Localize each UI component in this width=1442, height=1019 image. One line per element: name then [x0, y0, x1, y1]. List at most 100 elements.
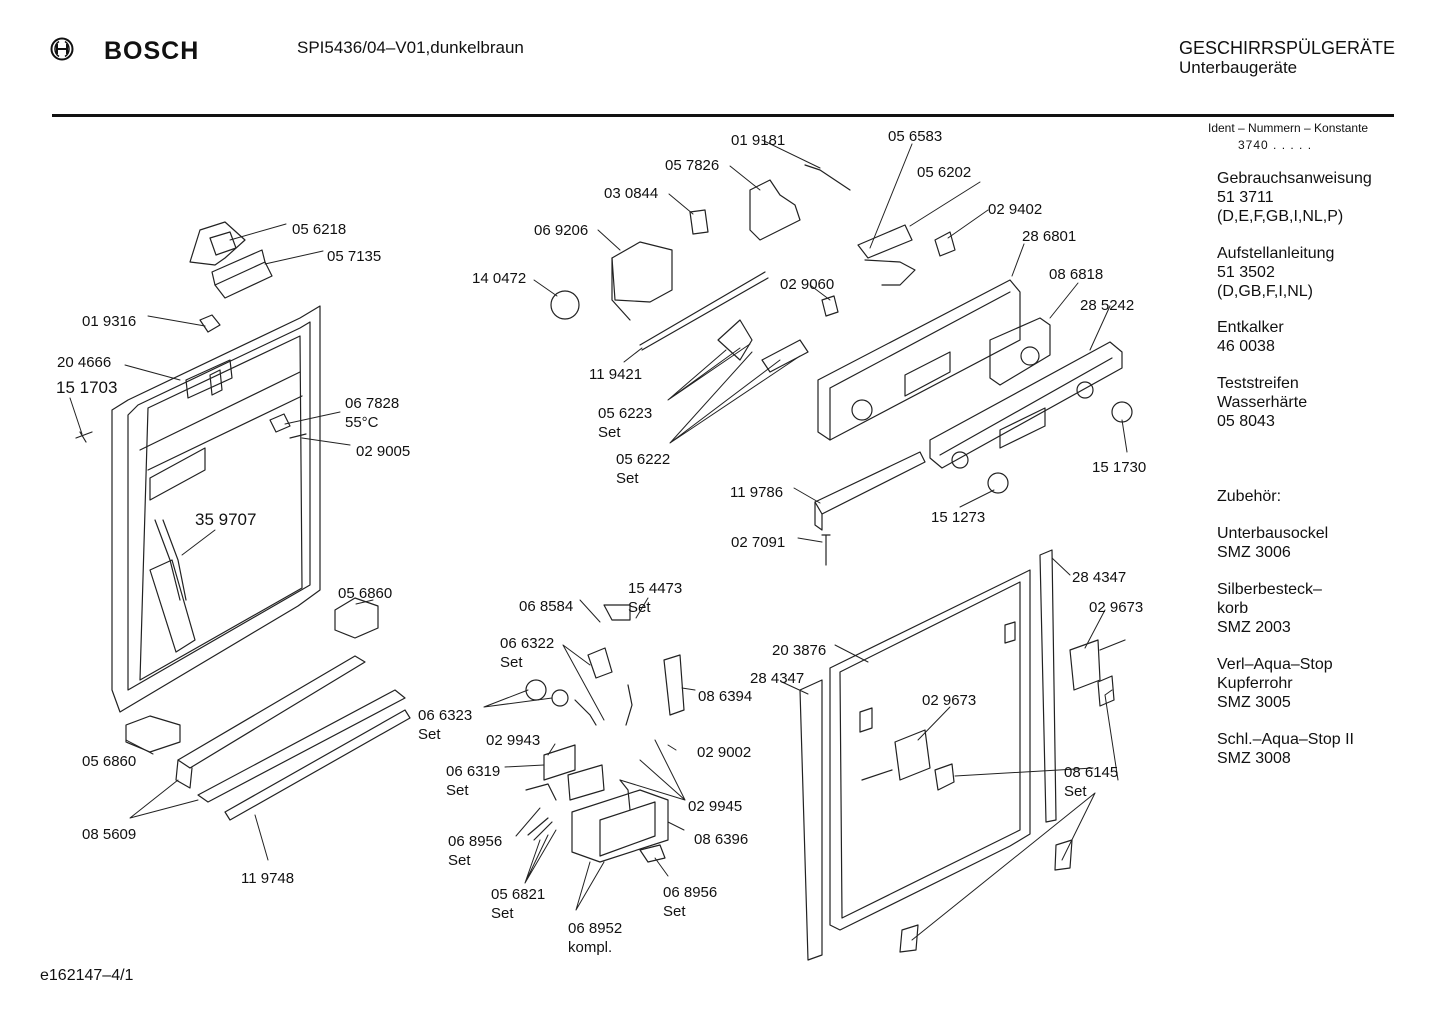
part-number-label: 06 8956: [663, 884, 717, 901]
sidebar-line: 51 3711: [1217, 189, 1274, 206]
part-number-label: 06 7828: [345, 395, 399, 412]
part-note-label: Set: [663, 903, 686, 920]
part-number-label: 20 4666: [57, 354, 111, 371]
part-number-label: 06 6323: [418, 707, 472, 724]
sidebar-line: korb: [1217, 600, 1249, 617]
part-note-label: Set: [418, 726, 441, 743]
sidebar-line: (D,GB,F,I,NL): [1217, 283, 1314, 300]
part-number-label: 06 8956: [448, 833, 502, 850]
header-divider: [52, 114, 1394, 117]
part-note-label: Set: [1064, 783, 1087, 800]
part-labels: 05 6218 05 7135 01 9316 20 4666 15 1703 06 78…: [56, 128, 1146, 956]
part-number-label: 08 6394: [698, 688, 752, 705]
part-note-label: Set: [448, 852, 471, 869]
bottom-rails: [176, 656, 410, 820]
part-number-label: 01 9316: [82, 313, 136, 330]
door-outer-panel: [800, 550, 1125, 960]
part-number-label: 06 6322: [500, 635, 554, 652]
brand-name: BOSCH: [104, 37, 200, 65]
drawing-code: e162147–4/1: [40, 967, 134, 984]
part-note-label: Set: [500, 654, 523, 671]
part-number-label: 05 6860: [82, 753, 136, 770]
part-number-label: 02 9673: [922, 692, 976, 709]
hinge-blocks: [126, 598, 378, 752]
part-number-label: 02 9673: [1089, 599, 1143, 616]
part-number-label: 28 4347: [1072, 569, 1126, 586]
part-number-label: 01 9181: [731, 132, 785, 149]
sidebar-line: Teststreifen: [1217, 375, 1299, 392]
detergent-dispenser: [526, 605, 684, 862]
part-note-label: Set: [598, 424, 621, 441]
part-number-label: 02 9945: [688, 798, 742, 815]
sidebar-block: Entkalker 46 0038: [1217, 318, 1284, 356]
part-number-label: 05 6821: [491, 886, 545, 903]
sidebar-line: Unterbausockel: [1217, 525, 1329, 542]
sidebar-line: Wasserhärte: [1217, 394, 1308, 411]
part-number-label: 35 9707: [195, 510, 256, 529]
part-number-label: 20 3876: [772, 642, 826, 659]
sidebar-line: Gebrauchsanweisung: [1217, 170, 1372, 187]
part-number-label: 11 9786: [730, 484, 783, 501]
category-title: GESCHIRRSPÜLGERÄTE: [1179, 38, 1396, 58]
part-number-label: 02 9943: [486, 732, 540, 749]
sidebar-line: Zubehör:: [1217, 488, 1282, 505]
part-number-label: 05 6202: [917, 164, 971, 181]
part-number-label: 06 9206: [534, 222, 588, 239]
sidebar-line: 51 3502: [1217, 264, 1275, 281]
part-number-label: 11 9748: [241, 870, 294, 887]
leader-lines: [70, 140, 1127, 940]
sidebar-line: 46 0038: [1217, 338, 1275, 355]
part-number-label: 28 6801: [1022, 228, 1076, 245]
part-number-label: 08 6145: [1064, 764, 1118, 781]
sidebar-line: Schl.–Aqua–Stop II: [1217, 731, 1354, 748]
part-number-label: 05 6218: [292, 221, 346, 238]
part-number-label: 08 5609: [82, 826, 136, 843]
model-title: SPI5436/04–V01,dunkelbraun: [297, 38, 524, 57]
part-number-label: 02 9002: [697, 744, 751, 761]
part-number-label: 28 4347: [750, 670, 804, 687]
sidebar-line: (D,E,F,GB,I,NL,P): [1217, 208, 1344, 225]
part-note-label: Set: [616, 470, 639, 487]
sidebar-line: Silberbesteck–: [1217, 581, 1322, 598]
sidebar-block: Gebrauchsanweisung 51 3711 (D,E,F,GB,I,NL,…: [1217, 169, 1372, 226]
sidebar-line: Kupferrohr: [1217, 675, 1293, 692]
sidebar-block: Zubehör:: [1217, 487, 1281, 506]
part-number-label: 08 6818: [1049, 266, 1103, 283]
door-latch-parts: [190, 222, 272, 332]
screws-and-thermostat: [76, 414, 306, 442]
part-number-label: 05 6223: [598, 405, 652, 422]
part-number-label: 15 1273: [931, 509, 985, 526]
part-number-label: 02 9060: [780, 276, 834, 293]
part-note-label: Set: [491, 905, 514, 922]
sidebar-line: Verl–Aqua–Stop: [1217, 656, 1333, 673]
part-number-label: 05 7135: [327, 248, 381, 265]
part-number-label: 05 6860: [338, 585, 392, 602]
sidebar-line: Aufstellanleitung: [1217, 245, 1335, 262]
part-number-label: 02 9402: [988, 201, 1042, 218]
sidebar-line: SMZ 3006: [1217, 544, 1291, 561]
part-note-label: kompl.: [568, 939, 612, 956]
part-number-label: 02 7091: [731, 534, 785, 551]
part-note-label: 55°C: [345, 414, 379, 431]
timer-unit: [551, 225, 955, 372]
part-number-label: 15 1703: [56, 378, 117, 397]
sidebar-line: Entkalker: [1217, 319, 1284, 336]
part-number-label: 08 6396: [694, 831, 748, 848]
sidebar-line: SMZ 3005: [1217, 694, 1291, 711]
ident-title: Ident – Nummern – Konstante: [1208, 121, 1369, 135]
sidebar-line: 05 8043: [1217, 413, 1275, 430]
part-number-label: 03 0844: [604, 185, 658, 202]
part-note-label: Set: [628, 599, 651, 616]
control-panel: [815, 280, 1132, 565]
part-note-label: Set: [446, 782, 469, 799]
bosch-logo-icon: [50, 37, 74, 66]
part-number-label: 14 0472: [472, 270, 526, 287]
part-number-label: 06 8952: [568, 920, 622, 937]
part-number-label: 05 6583: [888, 128, 942, 145]
part-number-label: 02 9005: [356, 443, 410, 460]
